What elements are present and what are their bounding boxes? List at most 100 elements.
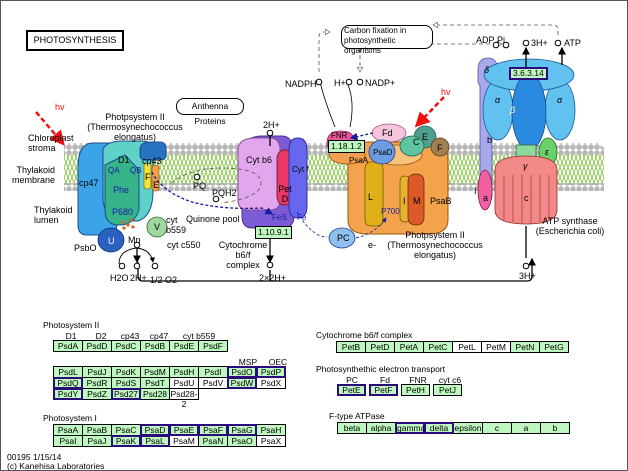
photosystem-ii-complex[interactable] bbox=[77, 140, 168, 253]
gene-box-psag[interactable]: PsaG bbox=[227, 424, 257, 436]
e-subunit-label: E bbox=[153, 180, 160, 190]
gene-box-petf[interactable]: PetF bbox=[369, 384, 398, 396]
gene-box-petg[interactable]: PetG bbox=[539, 341, 569, 353]
m-subunit-label: M bbox=[413, 196, 421, 206]
gene-box-petb[interactable]: PetB bbox=[336, 341, 366, 353]
nadp-plus-label[interactable]: NADP+ bbox=[365, 78, 396, 88]
proton-3h-bottom-label[interactable]: 3H+ bbox=[519, 271, 536, 281]
gene-box-psdp[interactable]: PsdP bbox=[256, 366, 286, 378]
adp-label[interactable]: ADP bbox=[476, 35, 495, 45]
atp-label[interactable]: ATP bbox=[564, 38, 581, 48]
ec-fnr[interactable]: 1.18.1.2 bbox=[328, 140, 365, 153]
gene-box-psae[interactable]: PsaE bbox=[169, 424, 199, 436]
psab-label: PsaB bbox=[430, 196, 452, 206]
gene-box-psao[interactable]: PsaO bbox=[227, 435, 257, 447]
gene-box-petc[interactable]: PetC bbox=[423, 341, 453, 353]
psad-label: PsaD bbox=[373, 148, 393, 157]
gene-box-epsilon[interactable]: epsilon bbox=[453, 422, 483, 434]
electron-flow bbox=[151, 132, 387, 239]
pq-label[interactable]: PQ bbox=[193, 181, 207, 191]
gene-box-psdb[interactable]: PsdB bbox=[140, 340, 170, 352]
nadph-label[interactable]: NADPH bbox=[285, 79, 317, 89]
gene-box-b[interactable]: b bbox=[540, 422, 570, 434]
gene-box-psaf[interactable]: PsaF bbox=[198, 424, 228, 436]
delta-label: δ bbox=[484, 65, 490, 75]
pet-header-cytc6: cyt c6 bbox=[438, 375, 462, 385]
carbon-fixation-link[interactable]: Carbon fixation in photosynthetic organi… bbox=[341, 25, 433, 55]
gene-box-psd27[interactable]: Psd27 bbox=[111, 388, 141, 400]
psii-header-cp47: cp47 bbox=[149, 331, 169, 341]
gene-box-peth[interactable]: PetH bbox=[401, 384, 430, 396]
gene-box-pete[interactable]: PetE bbox=[337, 384, 366, 396]
gene-box-psai[interactable]: PsaI bbox=[53, 435, 83, 447]
cyt-c550-v bbox=[146, 216, 168, 238]
cyt-c550-label: cyt c550 bbox=[167, 240, 201, 250]
psii-header-d2: D2 bbox=[95, 331, 107, 341]
footer-id-date: 00195 1/15/14 bbox=[7, 452, 62, 462]
gene-box-psak[interactable]: PsaK bbox=[111, 435, 141, 447]
light-arrow-left bbox=[35, 111, 65, 146]
gene-box-petl[interactable]: PetL bbox=[452, 341, 482, 353]
a-atp-label: a bbox=[483, 193, 489, 203]
psii-gene-title: Photosystem II bbox=[43, 320, 100, 330]
gene-box-delta[interactable]: delta bbox=[424, 422, 454, 434]
gene-box-psdz[interactable]: PsdZ bbox=[82, 388, 112, 400]
gene-box-psan[interactable]: PsaN bbox=[198, 435, 228, 447]
p680-label: P680 bbox=[112, 207, 134, 217]
chloroplast-stroma-label: Chloroplast stroma bbox=[28, 133, 74, 153]
compound-nodes[interactable] bbox=[118, 39, 562, 270]
gene-box-psdy[interactable]: PsdY bbox=[53, 388, 83, 400]
gene-box-psax[interactable]: PsaX bbox=[256, 435, 286, 447]
gene-box-psdc[interactable]: PsdC bbox=[111, 340, 141, 352]
pqh2-label[interactable]: PQH2 bbox=[212, 188, 237, 198]
gene-box-psd28-2[interactable]: Psd28-2 bbox=[169, 388, 199, 409]
pi-label[interactable]: Pi bbox=[497, 35, 506, 45]
gene-box-psal[interactable]: PsaL bbox=[140, 435, 170, 447]
gene-box-c[interactable]: c bbox=[482, 422, 512, 434]
gene-box-peta[interactable]: PetA bbox=[394, 341, 424, 353]
gene-box-petm[interactable]: PetM bbox=[481, 341, 511, 353]
antenna-proteins-link[interactable]: Anthenna Proteins bbox=[176, 98, 244, 126]
gene-box-psaj[interactable]: PsaJ bbox=[82, 435, 112, 447]
v-subunit-label: V bbox=[154, 222, 161, 232]
proton-2h-lumen-label[interactable]: 2H+ bbox=[130, 273, 147, 283]
gene-box-petn[interactable]: PetN bbox=[510, 341, 540, 353]
ec-cytb6f[interactable]: 1.10.9.1 bbox=[255, 226, 292, 239]
gene-box-gamma[interactable]: gamma bbox=[395, 422, 426, 434]
gene-box-psdf[interactable]: PsdF bbox=[198, 340, 228, 352]
pet-gene-title: Photosynthethic electron transport bbox=[316, 364, 445, 374]
cp43-subunit bbox=[139, 141, 167, 161]
cytochrome-b6f-complex[interactable] bbox=[237, 135, 308, 229]
gene-box-petj[interactable]: PetJ bbox=[433, 384, 462, 396]
psbo-u bbox=[97, 227, 125, 253]
psii-header-d1: D1 bbox=[65, 331, 77, 341]
proton-2x2h-label[interactable]: 2×2H+ bbox=[259, 273, 287, 283]
gene-box-psde[interactable]: PsdE bbox=[169, 340, 199, 352]
gene-box-a[interactable]: a bbox=[511, 422, 541, 434]
h-plus-label[interactable]: H+ bbox=[334, 78, 346, 88]
pc-label[interactable]: PC bbox=[337, 233, 350, 243]
plastocyanin[interactable] bbox=[328, 227, 356, 249]
gene-box-psda[interactable]: PsdA bbox=[53, 340, 83, 352]
gene-box-psdw[interactable]: PsdW bbox=[227, 377, 257, 389]
gene-box-psdd[interactable]: PsdD bbox=[82, 340, 112, 352]
ec-atp-synthase[interactable]: 3.6.3.14 bbox=[509, 67, 548, 80]
gene-box-beta[interactable]: beta bbox=[337, 422, 367, 434]
proton-2h-top-label[interactable]: 2H+ bbox=[263, 120, 280, 130]
gene-box-petd[interactable]: PetD bbox=[365, 341, 395, 353]
psi-title: Photpsystem II (Thermosynechococcus elon… bbox=[387, 230, 483, 260]
proton-3h-top-label[interactable]: 3H+ bbox=[531, 38, 548, 48]
psii-header-msp: MSP bbox=[238, 357, 258, 367]
gene-box-psdv[interactable]: PsdV bbox=[198, 377, 228, 389]
gene-box-alpha[interactable]: alpha bbox=[366, 422, 396, 434]
gene-box-psam[interactable]: PsaM bbox=[169, 435, 199, 447]
gene-box-psd28[interactable]: Psd28 bbox=[140, 388, 170, 400]
atp-synthase-complex[interactable] bbox=[477, 57, 576, 225]
gene-box-psdx[interactable]: PsdX bbox=[256, 377, 286, 389]
cyt-b6-label: Cyt b6 bbox=[246, 155, 273, 165]
oxygen-label[interactable]: 1/2 O2 bbox=[150, 275, 178, 285]
water-label[interactable]: H2O bbox=[110, 273, 129, 283]
